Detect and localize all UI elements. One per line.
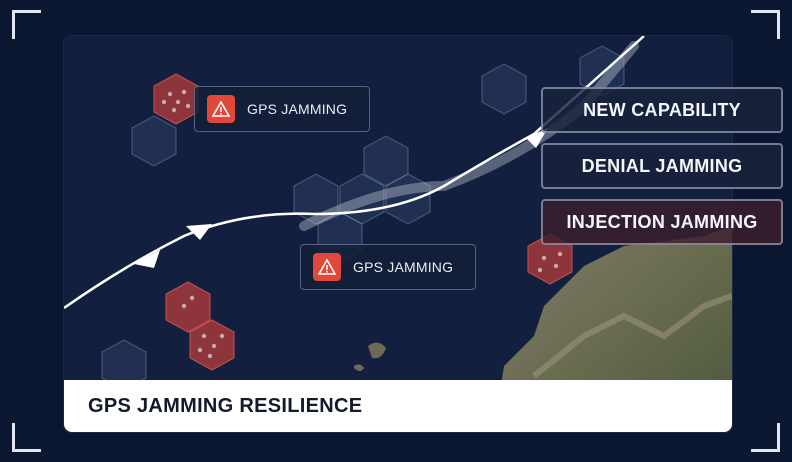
gps-jamming-alert: GPS JAMMING [194, 86, 370, 132]
alert-label: GPS JAMMING [353, 259, 454, 275]
flight-path [64, 36, 645, 310]
warning-triangle-icon [207, 95, 235, 123]
coastline-detail [532, 293, 732, 379]
capability-denial-jamming: DENIAL JAMMING [541, 143, 783, 189]
caption-bar: GPS JAMMING RESILIENCE [64, 380, 732, 432]
corner-bracket-bottom-left [12, 423, 41, 452]
gps-jamming-alert: GPS JAMMING [300, 244, 476, 290]
corner-bracket-top-left [12, 10, 41, 39]
corner-bracket-top-right [751, 10, 780, 39]
jamming-zone-hex [165, 281, 211, 333]
flight-path-arrow-icon [186, 224, 212, 240]
capability-new: NEW CAPABILITY [541, 87, 783, 133]
corner-bracket-bottom-right [751, 423, 780, 452]
jamming-zone-hex [189, 319, 235, 371]
flight-path-arrow-icon [526, 128, 548, 148]
hex-cell [481, 63, 527, 115]
alert-label: GPS JAMMING [247, 101, 348, 117]
flight-path-arrow-icon [134, 250, 160, 268]
hex-cell [131, 115, 177, 167]
small-island [368, 342, 386, 359]
warning-triangle-icon [313, 253, 341, 281]
caption-title: GPS JAMMING RESILIENCE [88, 394, 363, 417]
jamming-zone-hex [153, 73, 199, 125]
small-island-2 [354, 364, 364, 371]
capability-injection-jamming: INJECTION JAMMING [541, 199, 783, 245]
hex-cell [293, 173, 339, 225]
hex-cell [385, 173, 431, 225]
hex-cell [363, 135, 409, 187]
